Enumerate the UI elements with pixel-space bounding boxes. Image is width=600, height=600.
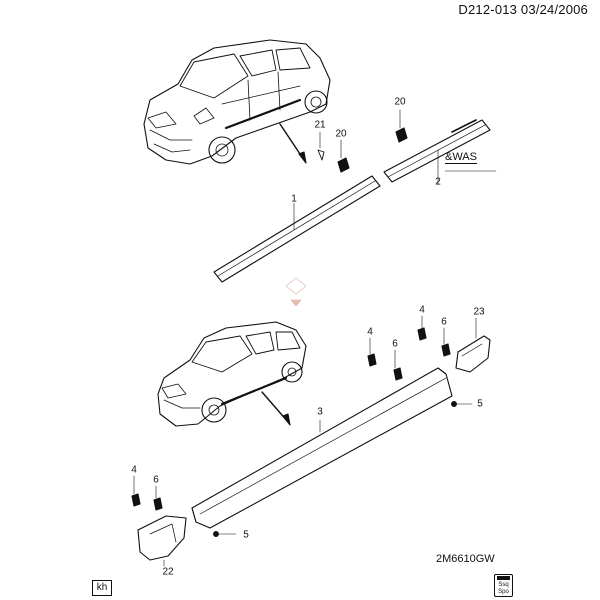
clip-6-bottom-left — [153, 497, 163, 511]
car-top-door-line — [221, 71, 301, 121]
top-leader-lines — [293, 109, 497, 231]
callout-4-top-right: 4 — [419, 304, 425, 316]
car-bottom-sill-highlight — [220, 376, 288, 406]
clip-6-top-right — [441, 343, 451, 357]
car-top-illustration — [143, 39, 331, 165]
car-bottom-rear-hub — [287, 367, 297, 377]
catalog-logo-bar — [497, 576, 510, 580]
fasteners — [131, 327, 457, 537]
molding-part-1 — [213, 175, 381, 283]
sill-molding-part-3-edge — [199, 377, 447, 515]
diagram-date: 03/24/2006 — [520, 2, 588, 17]
screw-5-bottom — [213, 531, 219, 537]
car-top-arrow-head — [298, 151, 307, 164]
molding-part-2 — [383, 119, 491, 183]
diagram-header: D212-013 03/24/2006 — [458, 2, 588, 17]
sill-molding-part-3 — [191, 367, 453, 529]
callout-1: 1 — [291, 193, 297, 205]
car-bottom-body — [157, 321, 307, 427]
clip-4-bottom-left — [131, 493, 141, 507]
clip-21-screw — [317, 149, 325, 161]
car-bottom-rear-wheel — [281, 361, 303, 383]
catalog-logo-text: Ssq Spo — [498, 582, 509, 595]
callout-21: 21 — [314, 119, 326, 131]
callout-22: 22 — [162, 566, 174, 578]
mud-guard-part-23 — [455, 335, 491, 373]
car-bottom-arrow-head — [282, 413, 291, 426]
molding-part-2-edge — [387, 124, 486, 178]
sill-molding-part-3-end — [191, 367, 447, 523]
clip-6-mid — [393, 367, 403, 381]
watermark-mark — [285, 277, 307, 307]
illustration-reference: 2M6610GW — [436, 553, 495, 565]
car-top-grille — [149, 129, 193, 153]
molding-part-2-badge — [451, 119, 477, 133]
clip-20-right — [395, 127, 408, 143]
callout-3: 3 — [317, 406, 323, 418]
molding-part-1-edge — [217, 180, 376, 277]
car-top-molding-highlight — [224, 98, 302, 130]
mud-guard-part-23-detail — [461, 343, 483, 357]
diagram-code: D212-013 — [458, 2, 518, 17]
car-bottom-headlamp — [161, 383, 187, 399]
car-top-body — [143, 39, 331, 165]
callout-5-bottom: 5 — [243, 529, 249, 541]
catalog-logo: Ssq Spo — [494, 574, 513, 597]
car-top-windshield — [179, 53, 249, 99]
callout-6-top-right: 6 — [441, 316, 447, 328]
mud-guard-part-22 — [137, 515, 187, 561]
car-top-side-windows — [239, 47, 311, 77]
was-note: &WAS — [445, 151, 477, 164]
car-bottom-side-windows — [245, 331, 301, 355]
car-top-headlamp — [147, 107, 215, 129]
car-top-rear-hub — [310, 96, 322, 108]
callout-6-bottom-left: 6 — [153, 474, 159, 486]
callout-4-mid: 4 — [367, 326, 373, 338]
screw-5-right — [451, 401, 457, 407]
callout-6-mid: 6 — [392, 338, 398, 350]
callout-5-right: 5 — [477, 398, 483, 410]
callout-4-bottom-left: 4 — [131, 464, 137, 476]
bottom-leader-lines — [133, 315, 477, 567]
callout-23: 23 — [473, 306, 485, 318]
car-top-front-hub — [215, 143, 229, 157]
callout-2: 2 — [435, 176, 441, 188]
clip-20-left — [337, 157, 350, 173]
car-bottom-grille — [163, 399, 201, 409]
car-top-front-wheel — [208, 136, 236, 164]
kh-tag: kh — [92, 580, 112, 596]
mud-guard-part-22-detail — [149, 523, 177, 543]
callout-20-right: 20 — [394, 96, 406, 108]
car-top-rear-wheel — [304, 90, 328, 114]
car-bottom-illustration — [157, 321, 307, 427]
clip-4-mid — [367, 353, 377, 367]
callout-20-left: 20 — [335, 128, 347, 140]
car-bottom-front-hub — [208, 404, 220, 416]
car-bottom-windshield — [191, 335, 253, 373]
clip-4-top-right — [417, 327, 427, 341]
car-bottom-front-wheel — [201, 397, 227, 423]
